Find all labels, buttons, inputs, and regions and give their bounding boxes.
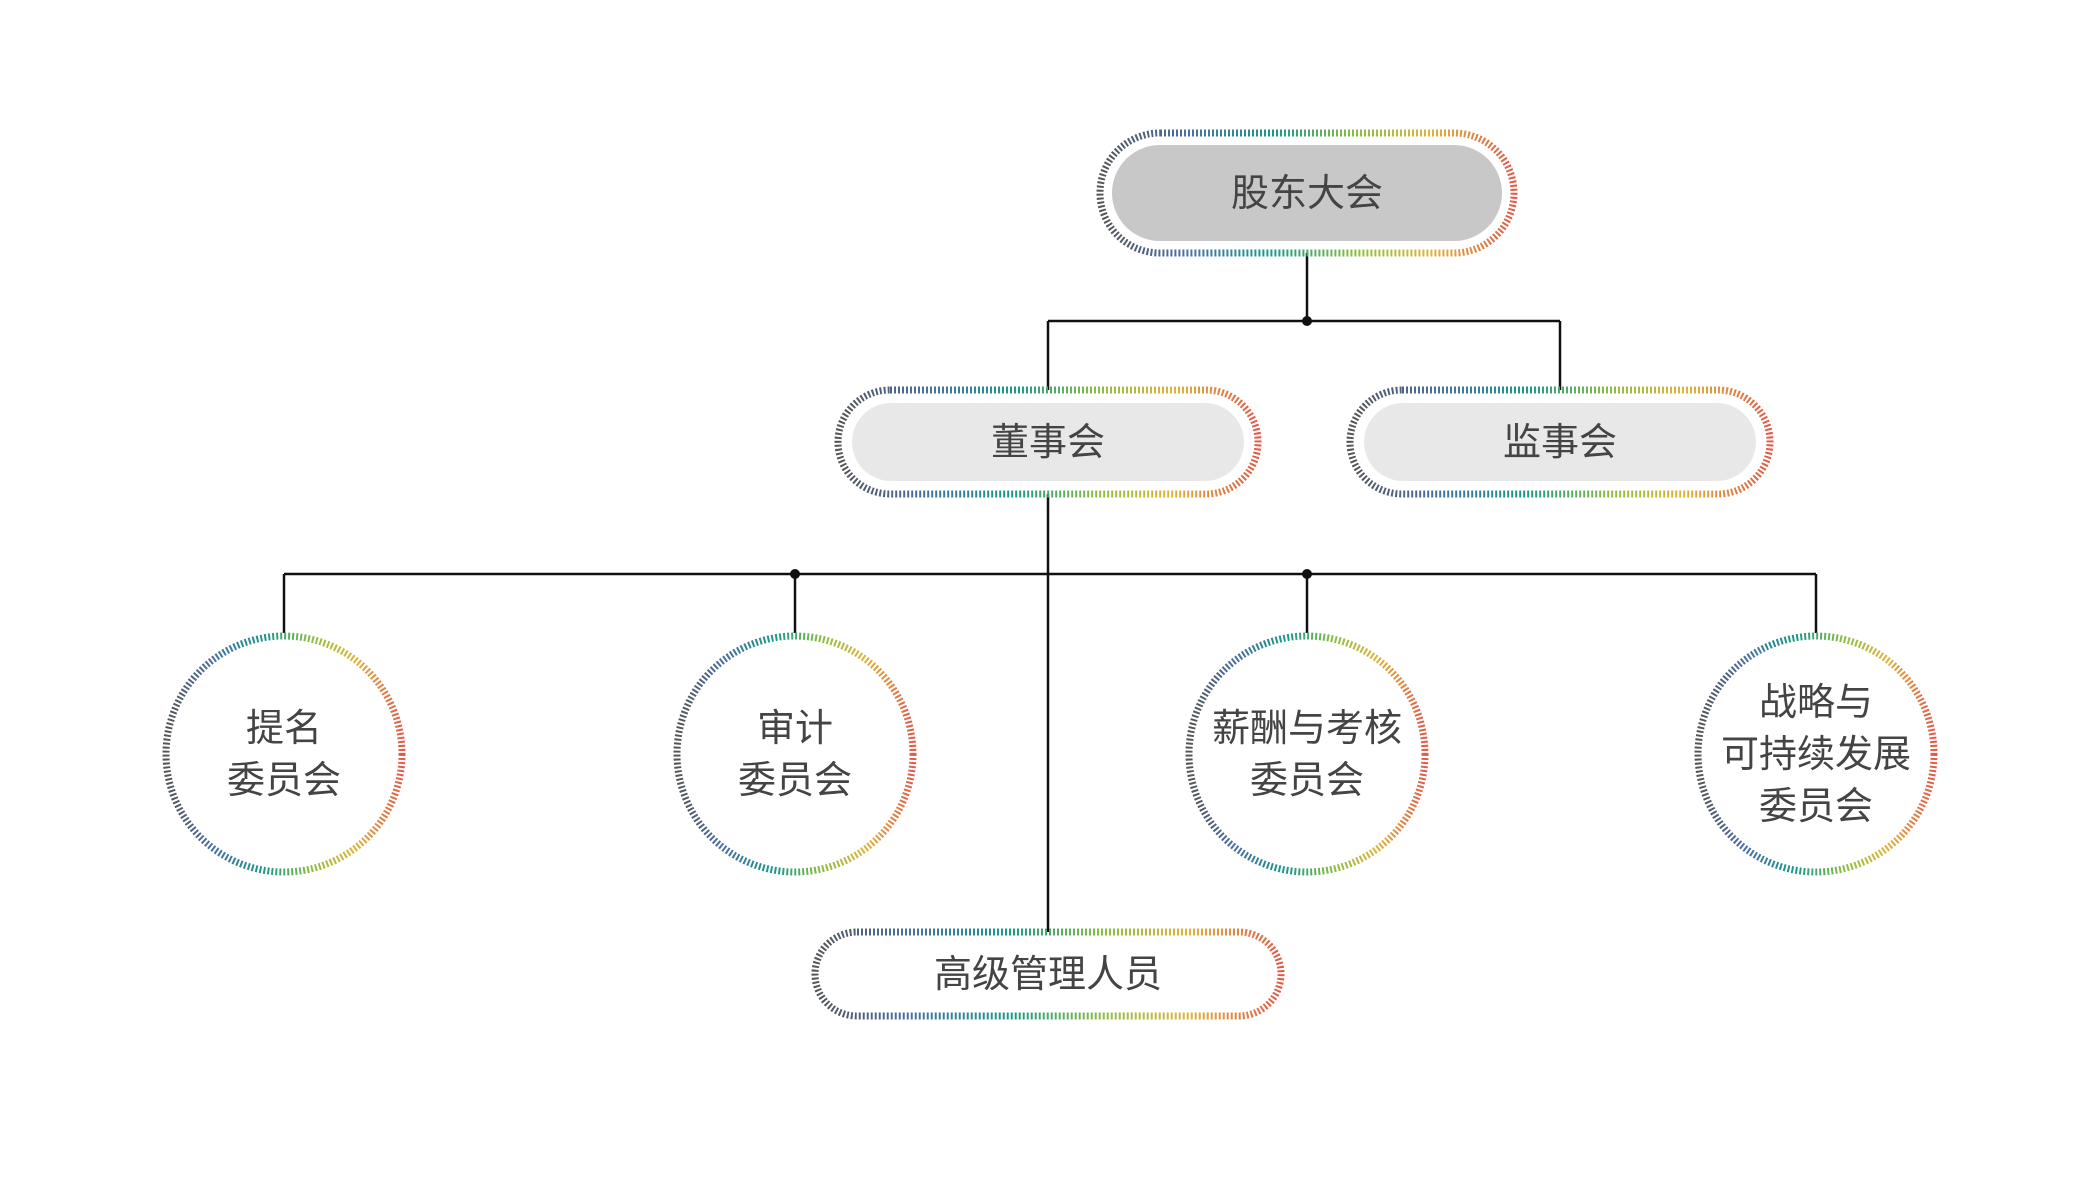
node-audit: 审计委员会	[673, 632, 917, 876]
audit-label-line: 委员会	[738, 758, 852, 802]
node-compensation-label: 薪酬与考核委员会	[1212, 706, 1402, 802]
node-shareholders: 股东大会	[1096, 129, 1518, 257]
strategy-label-line: 战略与	[1759, 680, 1873, 724]
node-management-label: 高级管理人员	[934, 952, 1162, 996]
node-board-label: 董事会	[991, 420, 1105, 464]
node-strategy-label: 战略与可持续发展委员会	[1721, 680, 1911, 828]
supervisors-label-line: 监事会	[1503, 420, 1617, 464]
strategy-label-line: 委员会	[1759, 784, 1873, 828]
node-strategy-ring	[1694, 632, 1938, 876]
compensation-label-line: 薪酬与考核	[1212, 706, 1402, 750]
junction-dot-audit	[790, 569, 800, 579]
junction-dots	[790, 316, 1312, 579]
audit-label-line: 审计	[757, 706, 833, 750]
node-supervisors-label: 监事会	[1503, 420, 1617, 464]
board-label-line: 董事会	[991, 420, 1105, 464]
node-nomination: 提名委员会	[162, 632, 406, 876]
node-nomination-ring	[162, 632, 406, 876]
management-label-line: 高级管理人员	[934, 952, 1162, 996]
node-supervisors-pill	[1364, 403, 1756, 481]
node-nomination-label: 提名委员会	[227, 706, 341, 802]
node-supervisors-ring	[1346, 386, 1774, 498]
compensation-label-line: 委员会	[1250, 758, 1364, 802]
node-shareholders-ring	[1096, 129, 1518, 257]
junction-dot-top	[1302, 316, 1312, 326]
node-compensation: 薪酬与考核委员会	[1185, 632, 1429, 876]
node-board-pill	[852, 403, 1244, 481]
node-supervisors: 监事会	[1346, 386, 1774, 498]
junction-dot-compensation	[1302, 569, 1312, 579]
node-compensation-ring	[1185, 632, 1429, 876]
shareholders-label-line: 股东大会	[1231, 171, 1383, 215]
node-audit-ring	[673, 632, 917, 876]
node-strategy: 战略与可持续发展委员会	[1694, 632, 1938, 876]
nomination-label-line: 提名	[246, 706, 322, 750]
node-shareholders-pill	[1112, 145, 1502, 241]
strategy-label-line: 可持续发展	[1721, 732, 1911, 776]
node-audit-label: 审计委员会	[738, 706, 852, 802]
nomination-label-line: 委员会	[227, 758, 341, 802]
node-management: 高级管理人员	[811, 928, 1285, 1020]
node-board: 董事会	[834, 386, 1262, 498]
connector-lines	[282, 253, 1818, 935]
node-management-ring	[811, 928, 1285, 1020]
node-shareholders-label: 股东大会	[1231, 171, 1383, 215]
node-board-ring	[834, 386, 1262, 498]
